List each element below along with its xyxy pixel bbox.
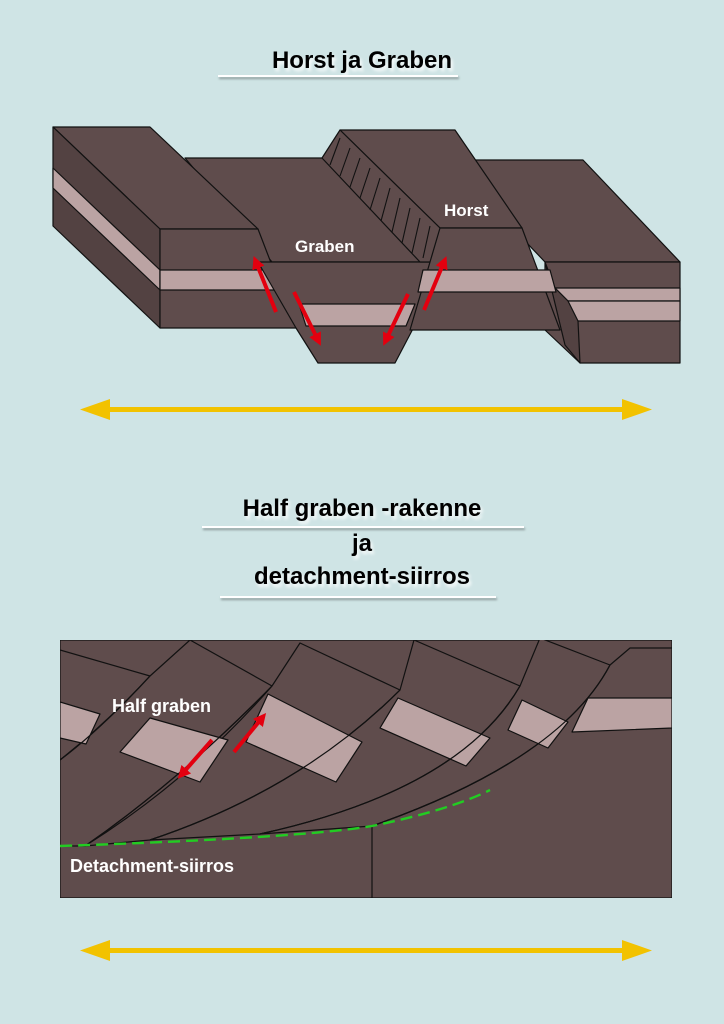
layer-2	[119, 717, 229, 783]
extension-arrow-top	[80, 399, 652, 420]
title-underline	[202, 526, 524, 528]
arrow-up-right-icon	[422, 256, 448, 311]
fault-arrows	[252, 256, 448, 346]
title-underline	[218, 75, 458, 77]
arrow-up-right-icon	[232, 713, 267, 754]
arrow-down-right-icon	[382, 293, 410, 346]
label-graben: Graben	[295, 237, 355, 256]
extension-arrow-bottom	[80, 940, 652, 961]
title-half-graben-line1: Half graben -rakenne	[242, 495, 482, 522]
layer-4	[379, 697, 491, 767]
title-half-graben-line2: ja	[351, 530, 372, 557]
scarp-hatching	[329, 137, 431, 259]
layer-1	[60, 701, 101, 745]
arrow-up-left-icon	[252, 256, 278, 313]
label-horst: Horst	[444, 201, 489, 220]
title-underline	[220, 596, 496, 598]
title-half-graben-line3: detachment-siirros	[253, 563, 471, 590]
label-half-graben: Half graben	[112, 696, 211, 716]
layer-5	[507, 699, 569, 749]
title-horst-graben: Horst ja Graben	[271, 47, 453, 74]
layer-6	[571, 697, 672, 733]
detachment-fault-line	[59, 788, 491, 848]
label-detachment: Detachment-siirros	[70, 856, 234, 876]
half-graben-arrows	[177, 713, 267, 779]
arrow-down-left-icon	[177, 738, 214, 779]
arrow-down-left-icon	[292, 291, 321, 346]
